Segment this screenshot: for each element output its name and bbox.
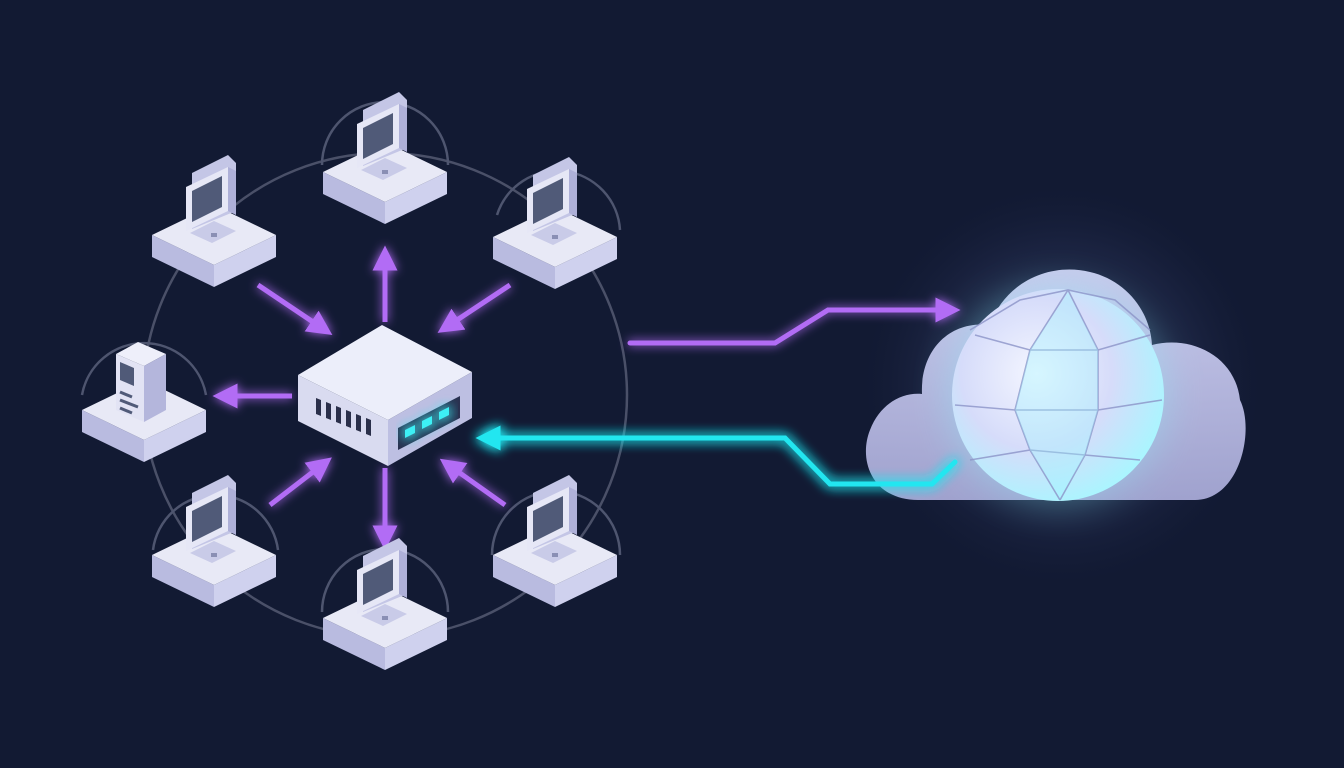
workstation-top-right	[493, 157, 617, 289]
network-switch-icon	[298, 325, 472, 466]
link-workstation-bottom-right-to-hub	[439, 458, 507, 508]
server-tower-icon	[82, 342, 206, 462]
switch-status-leds	[405, 407, 449, 438]
cloud-links	[467, 297, 961, 487]
link-workstation-top-left-to-hub	[256, 282, 333, 335]
server-left	[82, 342, 206, 462]
globe-icon	[952, 289, 1164, 501]
link-workstation-bottom-left-to-hub	[268, 457, 332, 507]
link-workstation-top-right-to-hub	[437, 282, 512, 333]
workstation-bottom	[323, 538, 447, 670]
workstation-bottom-left	[152, 475, 276, 607]
uplink-to-cloud	[627, 297, 961, 346]
workstation-top-left	[152, 155, 276, 287]
network-switch	[298, 325, 472, 466]
node-halos	[80, 100, 622, 613]
workstation-bottom-right	[493, 475, 617, 607]
return-link-from-cloud	[475, 425, 958, 487]
spoke-links	[212, 245, 512, 551]
